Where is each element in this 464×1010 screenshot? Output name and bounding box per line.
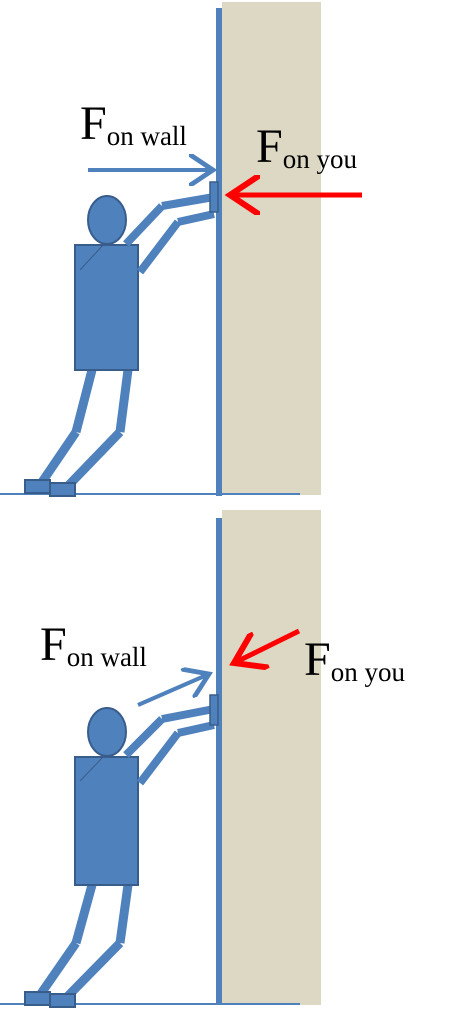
- force-subscript: on you: [282, 144, 357, 174]
- upper-arm-front: [136, 219, 182, 275]
- force-symbol: F: [304, 633, 331, 686]
- force-on-you-label: Fon you: [304, 633, 405, 687]
- back-shin: [36, 429, 80, 488]
- forearm-back: [161, 193, 215, 210]
- panel-horizontal-push: Fon wall Fon you: [0, 2, 362, 497]
- upper-arm-back: [123, 203, 165, 247]
- force-on-you-arrow: [234, 628, 301, 663]
- force-on-you-label: Fon you: [256, 120, 357, 174]
- neck: [79, 755, 105, 782]
- back-shin: [36, 940, 80, 998]
- diagram-angled-push: [0, 510, 321, 1008]
- front-leg: [115, 884, 133, 944]
- front-shin: [62, 939, 124, 1002]
- force-subscript: on wall: [66, 642, 147, 672]
- front-shin: [62, 428, 124, 492]
- hand: [209, 181, 219, 213]
- panel-angled-push: Fon wall Fon you: [0, 505, 464, 1010]
- foot-front: [49, 993, 76, 1008]
- person-figure: [24, 181, 219, 497]
- force-on-wall-label: Fon wall: [80, 97, 187, 151]
- neck: [79, 243, 105, 271]
- force-symbol: F: [80, 97, 107, 150]
- wall: [222, 510, 321, 1005]
- force-symbol: F: [256, 120, 283, 173]
- diagram-horizontal-push: [0, 2, 362, 497]
- foot-back: [24, 479, 51, 494]
- foot-back: [24, 991, 51, 1006]
- torso: [74, 756, 139, 886]
- forearm-back: [161, 705, 215, 723]
- head: [87, 195, 127, 245]
- force-subscript: on wall: [106, 121, 187, 151]
- torso: [74, 244, 139, 371]
- force-on-wall-arrow: [137, 674, 209, 707]
- force-subscript: on you: [330, 657, 405, 687]
- force-symbol: F: [40, 618, 67, 671]
- back-leg: [71, 368, 97, 434]
- upper-arm-back: [123, 716, 165, 758]
- front-leg: [115, 369, 133, 433]
- person-figure: [24, 694, 219, 1008]
- head: [87, 707, 127, 757]
- foot-front: [49, 482, 76, 497]
- upper-arm-front: [136, 730, 182, 786]
- wall: [222, 2, 321, 495]
- force-on-wall-label: Fon wall: [40, 618, 147, 672]
- forearm-front: [177, 721, 215, 737]
- hand: [209, 694, 219, 726]
- back-leg: [71, 883, 97, 945]
- forearm-front: [177, 210, 215, 226]
